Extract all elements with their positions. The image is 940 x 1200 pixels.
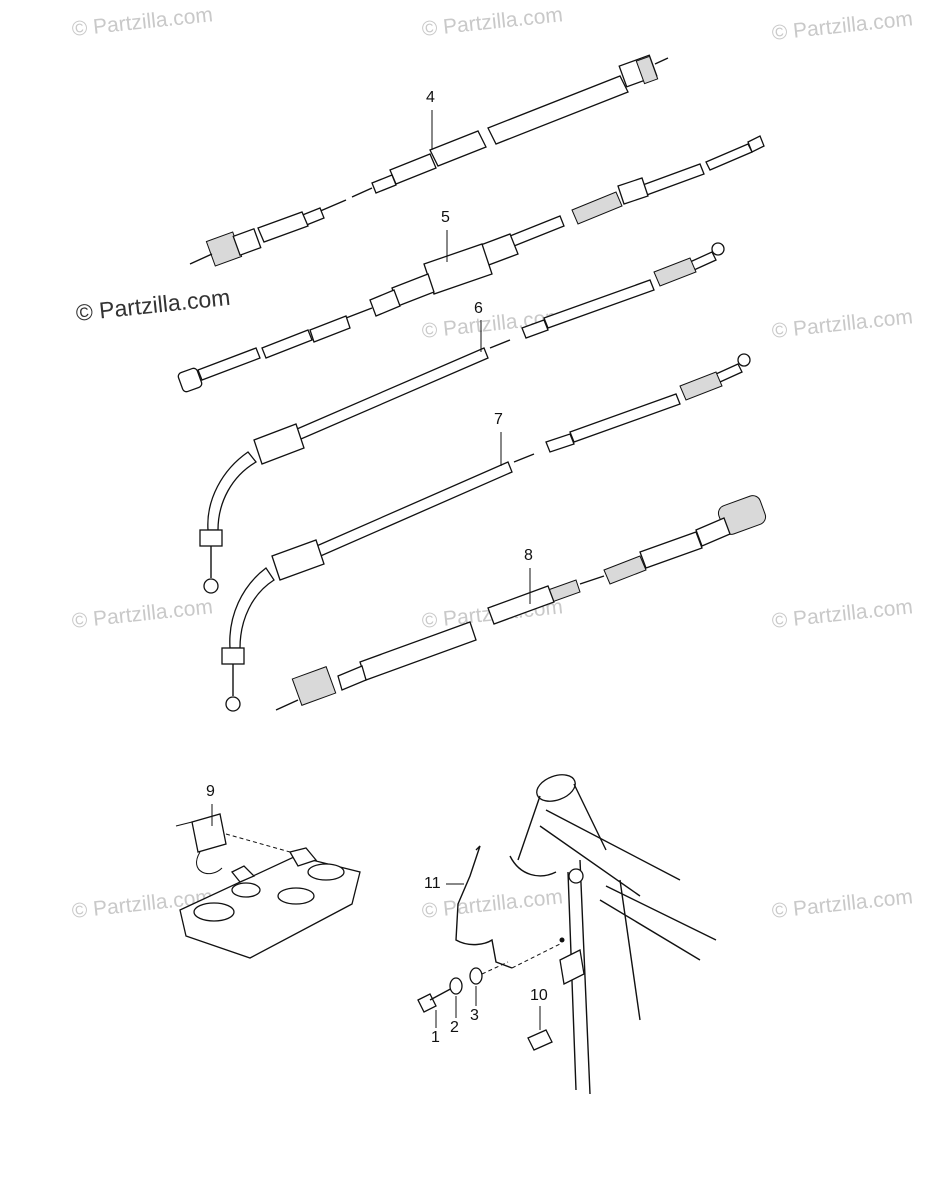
clamp-9 [175, 813, 291, 874]
callout-10: 10 [530, 987, 548, 1004]
cable-4 [189, 54, 669, 267]
cable-7 [221, 353, 751, 712]
callout-7: 7 [494, 411, 503, 428]
bolt-1 [417, 985, 457, 1013]
callout-2: 2 [450, 1019, 459, 1036]
frame [509, 774, 717, 1095]
cable-5 [177, 135, 765, 393]
callout-5: 5 [441, 209, 450, 226]
callout-11: 11 [424, 875, 441, 892]
callout-8: 8 [524, 547, 533, 564]
callout-4: 4 [426, 89, 435, 106]
callout-9: 9 [206, 783, 215, 800]
stem-bracket [179, 847, 361, 959]
washer-3 [469, 961, 509, 985]
callout-3: 3 [470, 1007, 479, 1024]
washer-2 [449, 977, 463, 995]
callout-6: 6 [474, 300, 483, 317]
clip-10 [527, 1029, 553, 1051]
cable-6 [199, 242, 725, 594]
wire-11 [455, 845, 561, 969]
cable-8 [275, 495, 767, 711]
callout-1: 1 [431, 1029, 440, 1046]
